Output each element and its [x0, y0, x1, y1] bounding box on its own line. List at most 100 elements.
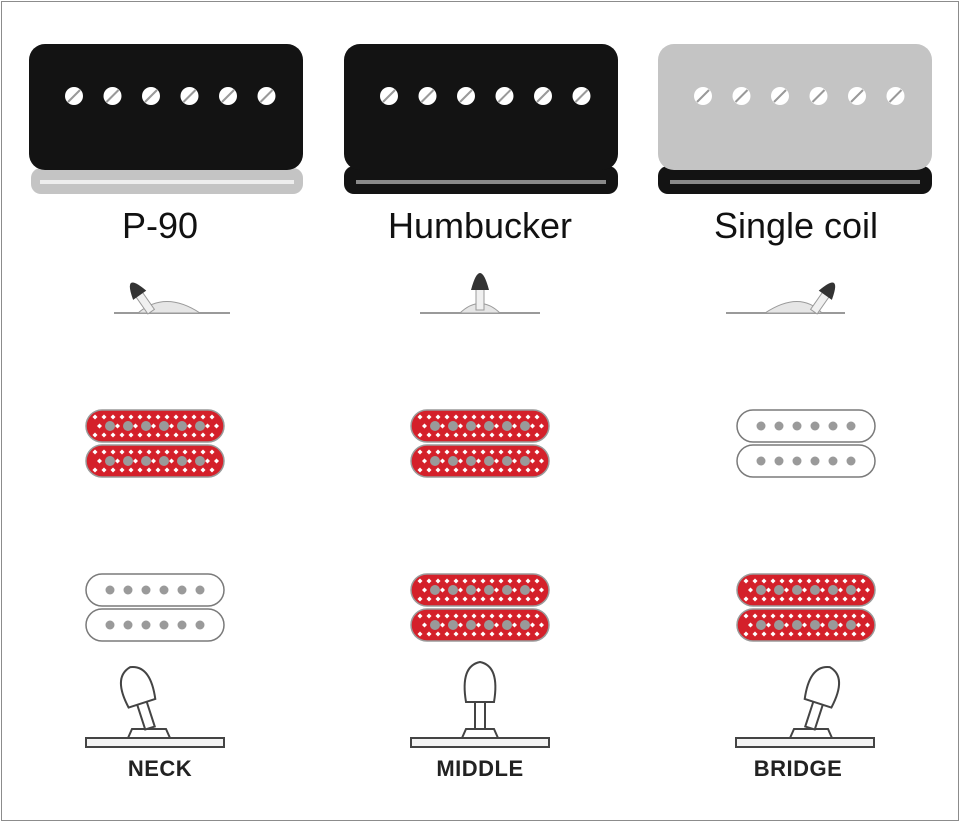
coil-bobbin	[85, 608, 225, 642]
pole-piece	[810, 585, 820, 595]
pole-piece	[430, 456, 440, 466]
pole-piece	[484, 456, 494, 466]
selector-switch-icon	[410, 660, 550, 748]
pole-piece	[484, 585, 494, 595]
pole-piece	[195, 585, 205, 595]
pole-piece	[105, 421, 115, 431]
pole-piece	[792, 620, 802, 630]
pole-piece	[756, 421, 766, 431]
pole-piece	[159, 585, 169, 595]
selector-switch-icon	[85, 666, 225, 748]
pole-piece	[159, 456, 169, 466]
pole-piece	[774, 421, 784, 431]
pole-piece	[141, 421, 151, 431]
neck-humbucker-icon	[85, 408, 225, 480]
pickup-cover-icon	[344, 44, 618, 194]
switch-position-label: BRIDGE	[753, 756, 843, 781]
column-single-coil: Single coil BRIDGE	[640, 0, 960, 822]
pole-piece	[756, 585, 766, 595]
pole-piece	[520, 620, 530, 630]
pole-piece	[520, 421, 530, 431]
pole-piece	[177, 620, 187, 630]
coil-bobbin	[736, 444, 876, 478]
pole-piece	[828, 620, 838, 630]
pole-piece	[430, 585, 440, 595]
column-p90: P-90 NECK	[0, 0, 320, 822]
column-humbucker: Humbucker MIDDLE	[320, 0, 640, 822]
pickup-cover-icon	[29, 44, 303, 194]
pole-piece	[105, 456, 115, 466]
pole-piece	[466, 620, 476, 630]
pole-piece	[105, 585, 115, 595]
pole-piece	[195, 620, 205, 630]
pole-piece	[195, 421, 205, 431]
pole-piece	[846, 421, 856, 431]
pole-piece	[828, 585, 838, 595]
pole-piece	[502, 585, 512, 595]
pickup-cover-icon	[658, 44, 932, 194]
pole-piece	[846, 456, 856, 466]
pickup-type-label: Humbucker	[387, 205, 573, 246]
neck-humbucker-icon	[736, 408, 876, 480]
pole-piece	[177, 421, 187, 431]
pole-piece	[792, 421, 802, 431]
pole-piece	[520, 585, 530, 595]
pole-piece	[774, 456, 784, 466]
pole-piece	[828, 456, 838, 466]
pole-piece	[828, 421, 838, 431]
pole-piece	[141, 456, 151, 466]
pole-piece	[123, 456, 133, 466]
pole-piece	[502, 456, 512, 466]
mini-toggle-icon	[726, 282, 845, 315]
pole-piece	[792, 585, 802, 595]
pole-piece	[846, 585, 856, 595]
pole-piece	[810, 421, 820, 431]
switch-position-label: MIDDLE	[436, 756, 524, 781]
pole-piece	[448, 456, 458, 466]
pole-piece	[756, 456, 766, 466]
pole-piece	[123, 585, 133, 595]
bridge-humbucker-icon	[85, 572, 225, 644]
pickup-type-label: Single coil	[713, 205, 879, 246]
pole-piece	[159, 421, 169, 431]
pole-piece	[810, 620, 820, 630]
mini-toggle-icon	[420, 273, 540, 314]
pole-piece	[448, 620, 458, 630]
coil-bobbin	[85, 573, 225, 607]
mini-toggle-icon	[114, 282, 230, 315]
pole-piece	[774, 620, 784, 630]
neck-humbucker-icon	[410, 408, 550, 480]
pole-piece	[466, 585, 476, 595]
pole-piece	[177, 456, 187, 466]
pickup-type-label: P-90	[121, 205, 199, 246]
pole-piece	[123, 421, 133, 431]
bridge-humbucker-icon	[736, 572, 876, 644]
pole-piece	[430, 421, 440, 431]
pole-piece	[141, 620, 151, 630]
pole-piece	[141, 585, 151, 595]
pole-piece	[774, 585, 784, 595]
bridge-humbucker-icon	[410, 572, 550, 644]
pole-piece	[159, 620, 169, 630]
coil-bobbin	[736, 409, 876, 443]
pole-piece	[846, 620, 856, 630]
pole-piece	[430, 620, 440, 630]
pole-piece	[195, 456, 205, 466]
pole-piece	[448, 421, 458, 431]
selector-switch-icon	[735, 666, 875, 748]
pole-piece	[105, 620, 115, 630]
pole-piece	[484, 620, 494, 630]
pole-piece	[466, 421, 476, 431]
pole-piece	[520, 456, 530, 466]
pole-piece	[484, 421, 494, 431]
pole-piece	[810, 456, 820, 466]
pole-piece	[502, 421, 512, 431]
pole-piece	[123, 620, 133, 630]
switch-position-label: NECK	[127, 756, 193, 781]
pole-piece	[756, 620, 766, 630]
pole-piece	[448, 585, 458, 595]
pole-piece	[502, 620, 512, 630]
pole-piece	[466, 456, 476, 466]
pole-piece	[792, 456, 802, 466]
pole-piece	[177, 585, 187, 595]
